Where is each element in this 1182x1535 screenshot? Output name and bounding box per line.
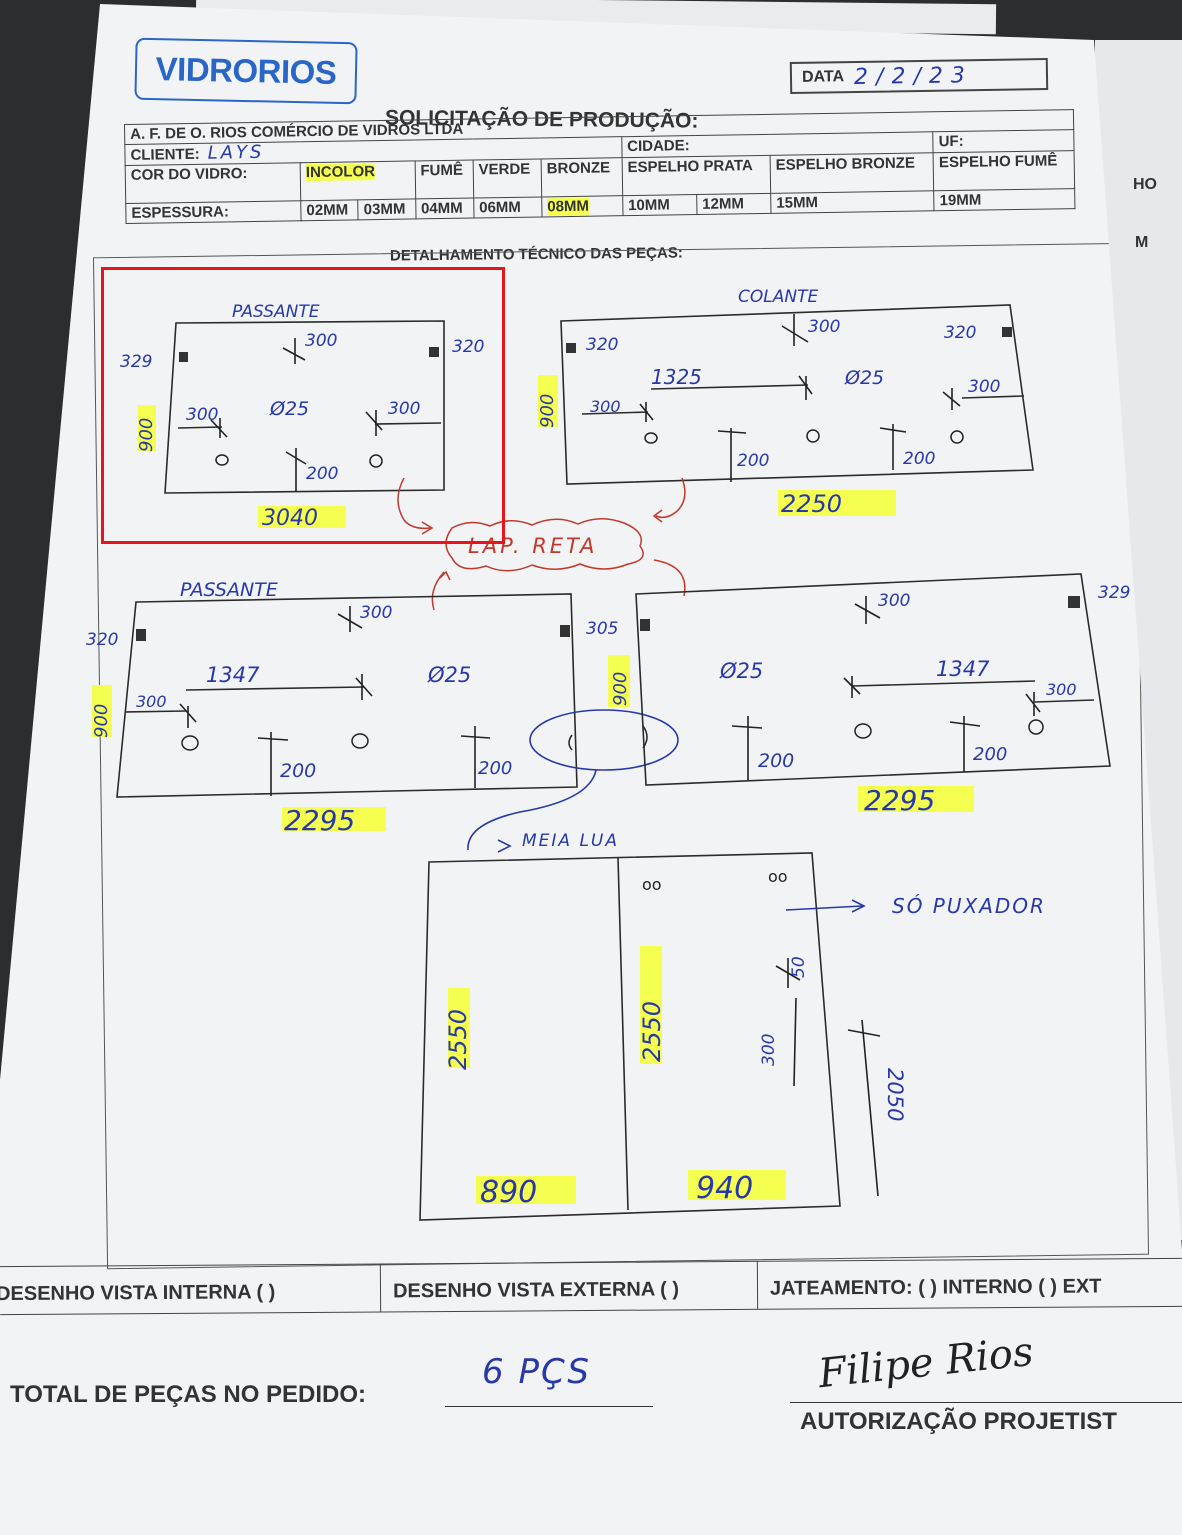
note-so-puxador: SÓ PUXADOR bbox=[892, 894, 1046, 918]
p4-dim-2: 300 bbox=[878, 591, 910, 611]
signature-line bbox=[790, 1402, 1182, 1403]
p2-width: 2250 bbox=[781, 490, 842, 518]
p2-dim-2: 300 bbox=[808, 317, 840, 337]
p3-label: PASSANTE bbox=[180, 579, 278, 601]
p4-height: 900 bbox=[610, 672, 631, 706]
note-meia-lua: MEIA LUA bbox=[522, 831, 619, 851]
p4-dim-5: 1347 bbox=[936, 657, 990, 681]
p2-label: COLANTE bbox=[738, 287, 818, 307]
p2-height: 900 bbox=[537, 394, 558, 428]
side-text-2: M bbox=[1135, 234, 1149, 251]
p2-dim-6: 300 bbox=[590, 397, 621, 416]
p5-handle-holes-1: oo bbox=[642, 875, 662, 894]
highlight-box bbox=[101, 267, 505, 544]
lap-reta-note: LAP. RETA bbox=[397, 477, 686, 611]
p2-dim-3: 320 bbox=[944, 323, 976, 343]
p2-dim-8: 200 bbox=[737, 451, 769, 471]
authorization-label: AUTORIZAÇÃO PROJETIST bbox=[800, 1408, 1117, 1435]
p4-dim-7: 200 bbox=[758, 750, 794, 772]
piece-3: PASSANTE 320 300 1347 Ø25 300 200 200 90… bbox=[86, 579, 578, 837]
p5-dim-3: 2050 bbox=[883, 1068, 907, 1121]
p3-dim-3: 1347 bbox=[206, 663, 260, 687]
p5-width-left: 890 bbox=[480, 1175, 537, 1210]
vista-externa: DESENHO VISTA EXTERNA ( ) bbox=[392, 1278, 680, 1303]
p3-dim-5: 300 bbox=[136, 692, 167, 711]
p5-height-right: 2550 bbox=[638, 1001, 666, 1062]
p5-width-right: 940 bbox=[696, 1171, 753, 1206]
total-label: TOTAL DE PEÇAS NO PEDIDO: bbox=[10, 1381, 367, 1408]
p5-dim-1: 50 bbox=[789, 956, 809, 978]
p5-height-left: 2550 bbox=[444, 1009, 472, 1070]
total-line bbox=[445, 1406, 653, 1407]
side-text-1: HO bbox=[1133, 176, 1157, 193]
p4-dim-3: 329 bbox=[1098, 583, 1130, 603]
p1-dim-1: 329 bbox=[120, 352, 152, 372]
note-lap-reta: LAP. RETA bbox=[468, 534, 597, 558]
footer-sep-2 bbox=[756, 1260, 759, 1309]
p4-dim-8: 200 bbox=[973, 744, 1007, 765]
p5-handle-holes-2: oo bbox=[768, 867, 788, 886]
p2-dim-1: 320 bbox=[586, 335, 618, 355]
vista-interna: DESENHO VISTA INTERNA ( ) bbox=[0, 1281, 276, 1306]
p1-dim-5: 300 bbox=[186, 405, 218, 425]
total-value: 6 PÇS bbox=[482, 1352, 591, 1392]
p1-label: PASSANTE bbox=[232, 302, 320, 322]
p4-dim-1: 305 bbox=[586, 619, 618, 639]
p1-dim-2: 320 bbox=[452, 337, 484, 357]
footer-options: DESENHO VISTA INTERNA ( ) DESENHO VISTA … bbox=[0, 1257, 1182, 1316]
p1-width: 3040 bbox=[262, 506, 318, 531]
piece-1: PASSANTE 329 320 300 Ø25 300 300 200 900… bbox=[120, 302, 484, 531]
p1-dim-4: Ø25 bbox=[269, 398, 309, 420]
piece-2: COLANTE 320 300 320 1325 Ø25 300 300 200… bbox=[537, 287, 1034, 518]
p3-dim-4: Ø25 bbox=[427, 663, 471, 687]
p3-dim-7: 200 bbox=[478, 758, 512, 779]
p1-dim-7: 200 bbox=[306, 464, 338, 484]
p4-width: 2295 bbox=[864, 784, 935, 817]
p3-dim-6: 200 bbox=[280, 760, 316, 782]
p3-dim-1: 320 bbox=[86, 630, 118, 650]
p2-dim-4: 1325 bbox=[651, 365, 702, 389]
p4-dim-6: 300 bbox=[1046, 680, 1077, 699]
p5-dim-2: 300 bbox=[759, 1034, 779, 1066]
p2-dim-7: 300 bbox=[968, 377, 1000, 397]
p4-dim-4: Ø25 bbox=[719, 659, 763, 683]
p3-width: 2295 bbox=[284, 804, 355, 837]
p1-dim-6: 300 bbox=[388, 399, 420, 419]
p2-dim-9: 200 bbox=[903, 449, 935, 469]
p1-dim-3: 300 bbox=[305, 331, 337, 351]
piece-4: 305 300 329 Ø25 1347 300 200 200 900 229… bbox=[586, 573, 1130, 817]
footer-sep-1 bbox=[379, 1263, 382, 1312]
p3-height: 900 bbox=[91, 704, 112, 738]
p2-dim-5: Ø25 bbox=[844, 367, 884, 389]
p1-height: 900 bbox=[136, 418, 157, 452]
piece-5: oo oo SÓ PUXADOR 2550 2550 50 300 2050 8… bbox=[419, 852, 1046, 1221]
jateamento: JATEAMENTO: ( ) INTERNO ( ) EXT bbox=[769, 1275, 1102, 1300]
p3-dim-2: 300 bbox=[360, 603, 392, 623]
